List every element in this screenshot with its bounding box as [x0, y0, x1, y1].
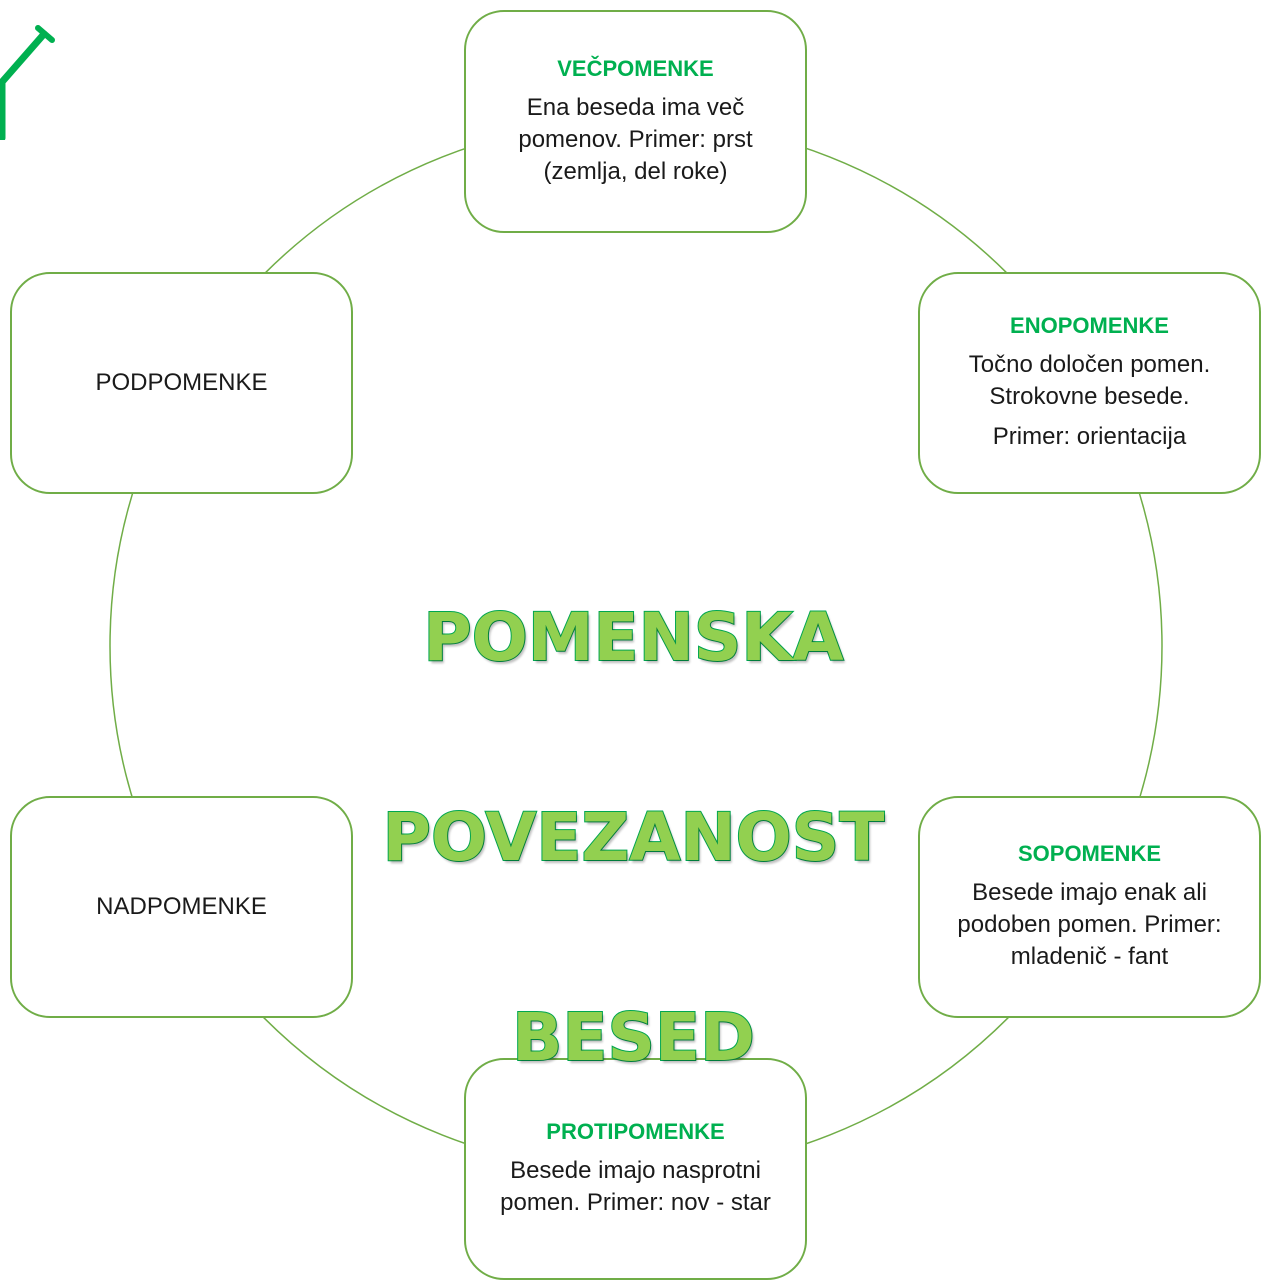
node-vecpomenke: VEČPOMENKE Ena beseda ima več pomenov. P… — [464, 10, 807, 233]
node-label: PODPOMENKE — [95, 369, 268, 396]
node-description: Ena beseda ima več pomenov. Primer: prst… — [518, 93, 753, 185]
center-title-line: POMENSKA — [422, 598, 844, 677]
center-title: POMENSKA POVEZANOST BESED — [330, 488, 937, 1188]
node-label: NADPOMENKE — [96, 893, 267, 920]
center-title-line: BESED — [511, 998, 756, 1077]
node-example: Primer: orientacija — [992, 423, 1187, 450]
node-nadpomenke: NADPOMENKE — [10, 796, 353, 1018]
center-title-line: POVEZANOST — [382, 798, 886, 877]
node-title: PROTIPOMENKE — [546, 1119, 725, 1144]
node-description: Točno določen pomen. Strokovne besede. — [968, 351, 1211, 410]
node-podpomenke: PODPOMENKE — [10, 272, 353, 494]
node-sopomenke: SOPOMENKE Besede imajo enak ali podoben … — [918, 796, 1261, 1018]
node-description: Besede imajo nasprotni pomen. Primer: no… — [500, 1157, 771, 1216]
node-protipomenke: PROTIPOMENKE Besede imajo nasprotni pome… — [464, 1058, 807, 1280]
node-title: SOPOMENKE — [1017, 841, 1162, 866]
pencil-check-icon — [0, 25, 55, 140]
node-title: VEČPOMENKE — [557, 55, 714, 81]
node-title: ENOPOMENKE — [1010, 313, 1169, 338]
node-enopomenke: ENOPOMENKE Točno določen pomen. Strokovn… — [918, 272, 1261, 494]
node-description: Besede imajo enak ali podoben pomen. Pri… — [957, 879, 1222, 970]
